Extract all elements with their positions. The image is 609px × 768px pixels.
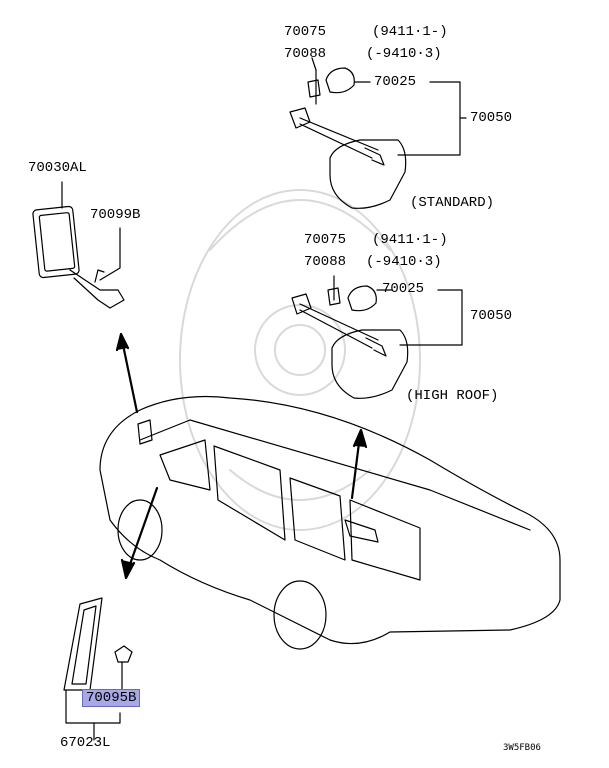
label-range-2-high-roof: (-9410·3) xyxy=(366,254,442,270)
label-range-2-standard: (-9410·3) xyxy=(366,46,442,62)
diagram-code: 3W5FB06 xyxy=(503,743,541,753)
label-70030AL: 70030AL xyxy=(28,160,87,176)
left-mirror xyxy=(32,181,125,309)
pillar-trim xyxy=(63,597,133,741)
label-70099B: 70099B xyxy=(90,207,141,223)
label-70088-standard: 70088 xyxy=(284,46,327,62)
label-range-1-high-roof: (9411·1-) xyxy=(372,232,448,248)
high-roof-mirror xyxy=(291,275,463,399)
standard-mirror xyxy=(289,57,467,209)
label-67023L: 67023L xyxy=(60,735,111,751)
label-range-1-standard: (9411·1-) xyxy=(372,24,448,40)
watermark-emblem xyxy=(179,189,421,531)
label-standard: (STANDARD) xyxy=(410,195,495,211)
label-70025-standard: 70025 xyxy=(374,74,417,90)
arrows xyxy=(115,332,368,580)
label-70050-standard: 70050 xyxy=(470,110,513,126)
label-70075-high-roof: 70075 xyxy=(304,232,347,248)
label-70088-high-roof: 70088 xyxy=(304,254,347,270)
van-outline xyxy=(99,395,561,650)
label-70050-high-roof: 70050 xyxy=(470,308,513,324)
label-70075-standard: 70075 xyxy=(284,24,327,40)
label-70095B-highlighted[interactable]: 70095B xyxy=(82,689,141,707)
label-70025-high-roof: 70025 xyxy=(382,281,425,297)
label-high-roof: (HIGH ROOF) xyxy=(406,388,499,404)
